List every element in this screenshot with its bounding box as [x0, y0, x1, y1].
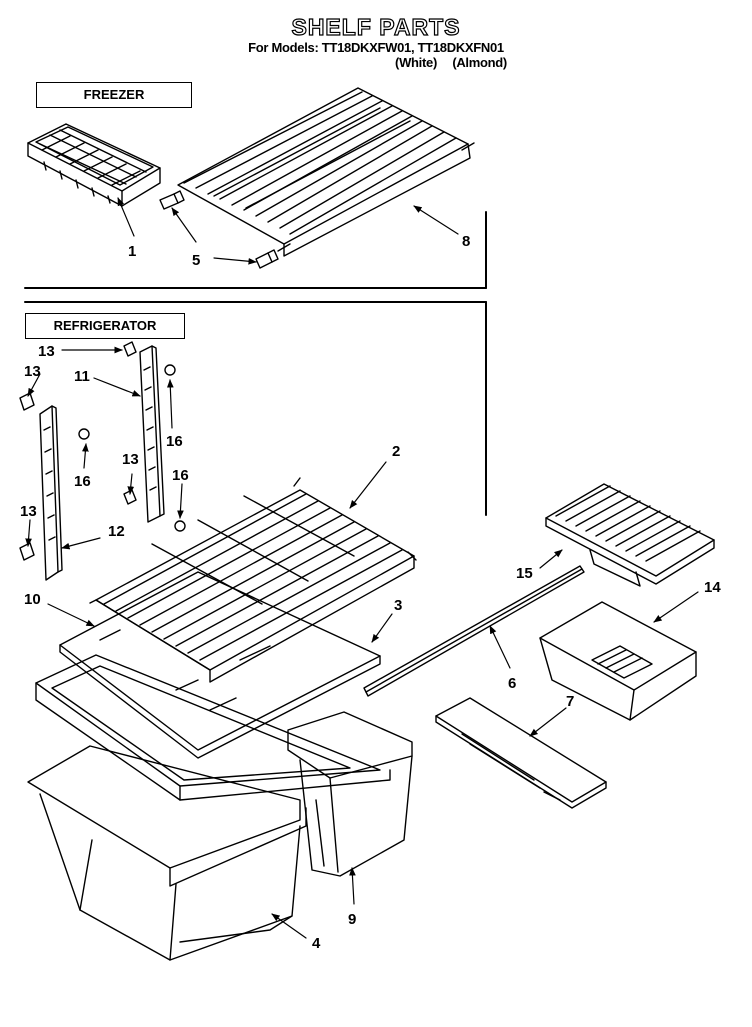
callout-13-middle: 13 — [122, 451, 139, 468]
callout-5: 5 — [192, 252, 200, 269]
crisper-support-rail-part — [363, 565, 585, 697]
freezer-wire-shelf-part — [177, 87, 475, 257]
callout-8: 8 — [462, 233, 470, 250]
callout-1: 1 — [128, 243, 136, 260]
page-title: SHELF PARTS — [291, 13, 461, 40]
color-almond-label: (Almond) — [452, 55, 507, 70]
callout-16-lower: 16 — [172, 467, 189, 484]
callout-10: 10 — [24, 591, 41, 608]
humidity-control-part — [435, 697, 607, 809]
large-crisper-drawer-part — [27, 745, 307, 961]
refrigerator-wire-shelf-part — [89, 477, 417, 683]
callout-11: 11 — [74, 368, 90, 385]
callout-13-left: 13 — [24, 363, 41, 380]
callout-14: 14 — [704, 579, 721, 596]
callout-3: 3 — [394, 597, 402, 614]
callout-leader-lines — [25, 197, 699, 939]
callout-15: 15 — [516, 565, 533, 582]
model-colors: (White) (Almond) — [0, 55, 752, 70]
callout-4: 4 — [312, 935, 321, 952]
page-header: SHELF PARTS For Models: TT18DKXFW01, TT1… — [0, 13, 752, 70]
callout-numbers: 1 5 8 2 3 10 13 11 16 16 13 16 13 12 13 … — [20, 233, 721, 952]
callout-13-top: 13 — [38, 343, 55, 360]
callout-12: 12 — [108, 523, 125, 540]
callout-9: 9 — [348, 911, 356, 928]
shelf-support-peg-part — [159, 190, 279, 269]
callout-7: 7 — [566, 693, 574, 710]
section-dividers — [24, 211, 487, 516]
deli-drawer-cover-part — [545, 483, 715, 587]
shelf-ladder-rail-part — [39, 345, 165, 581]
freezer-section-label: FREEZER — [36, 82, 192, 108]
deli-drawer-part — [539, 601, 697, 721]
model-numbers: For Models: TT18DKXFW01, TT18DKXFN01 — [248, 40, 504, 55]
callout-16-right: 16 — [166, 433, 183, 450]
callout-16-left: 16 — [74, 473, 91, 490]
color-white-label: (White) — [395, 55, 437, 70]
small-crisper-drawer-part — [287, 711, 413, 877]
refrigerator-section-label: REFRIGERATOR — [25, 313, 185, 339]
callout-2: 2 — [392, 443, 400, 460]
ice-cube-tray-part — [27, 123, 161, 207]
glass-shelf-panel-part — [59, 571, 381, 759]
callout-13-lower: 13 — [20, 503, 37, 520]
callout-6: 6 — [508, 675, 516, 692]
